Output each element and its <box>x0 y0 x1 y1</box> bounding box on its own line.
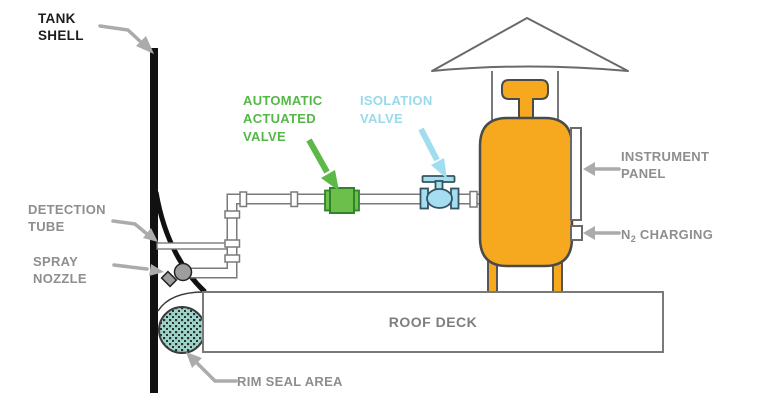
callout-arrowheads <box>136 36 595 368</box>
n2-subscript: 2 <box>630 234 637 244</box>
rim-seal-area-label: RIM SEAL AREA <box>237 374 343 389</box>
spray-nozzle-arrow <box>112 263 149 271</box>
isolation-valve-shape <box>419 175 460 210</box>
pipe-couplings <box>224 190 478 263</box>
spray-nozzle-label: SPRAY NOZZLE <box>33 254 87 286</box>
n2-rest: CHARGING <box>636 227 714 242</box>
spray-nozzle-shape <box>160 262 193 288</box>
n2-charging-label: N2 CHARGING <box>621 226 713 248</box>
detection-tube-pipe <box>156 242 230 250</box>
isolation-valve-arrow <box>418 127 447 179</box>
seal-membrane-arc <box>157 291 205 312</box>
automatic-valve-label: AUTOMATIC ACTUATED VALVE <box>243 93 323 144</box>
automatic-valve-shape <box>324 187 360 214</box>
tank-vessel <box>478 116 574 268</box>
automatic-valve-arrow <box>306 138 339 191</box>
tank-shell-line <box>150 48 158 393</box>
roof-deck-label: ROOF DECK <box>388 314 478 330</box>
instrument-panel-label: INSTRUMENT PANEL <box>621 149 710 181</box>
roof-deck-rect <box>202 291 664 353</box>
tank-vent-fitting <box>501 79 549 123</box>
detection-tube-arrow <box>111 219 149 236</box>
n2-charging-port <box>570 225 583 241</box>
rim-seal-circle <box>158 306 206 354</box>
n2-prefix: N <box>621 227 631 242</box>
detection-tube-label: DETECTION TUBE <box>28 202 106 234</box>
tank-shell-arrow <box>98 24 145 46</box>
isolation-valve-label: ISOLATION VALVE <box>360 93 433 126</box>
callout-arrows <box>98 24 621 383</box>
canopy-roof <box>431 17 629 72</box>
rim-seal-arrow <box>195 361 238 383</box>
instrument-panel-rect <box>570 127 582 221</box>
tank-shell-label: TANK SHELL <box>38 11 84 43</box>
